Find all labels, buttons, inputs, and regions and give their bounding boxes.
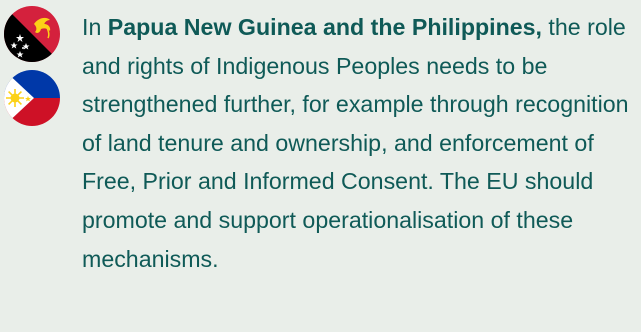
paragraph-body: the role and rights of Indigenous People… (82, 14, 629, 272)
countries-highlight: Papua New Guinea and the Philippines, (107, 14, 542, 40)
papua-new-guinea-flag-icon (4, 6, 60, 62)
flag-column (4, 6, 64, 126)
body-paragraph: In Papua New Guinea and the Philippines,… (82, 8, 638, 278)
philippines-flag-icon (4, 70, 60, 126)
paragraph-intro: In (82, 14, 108, 40)
